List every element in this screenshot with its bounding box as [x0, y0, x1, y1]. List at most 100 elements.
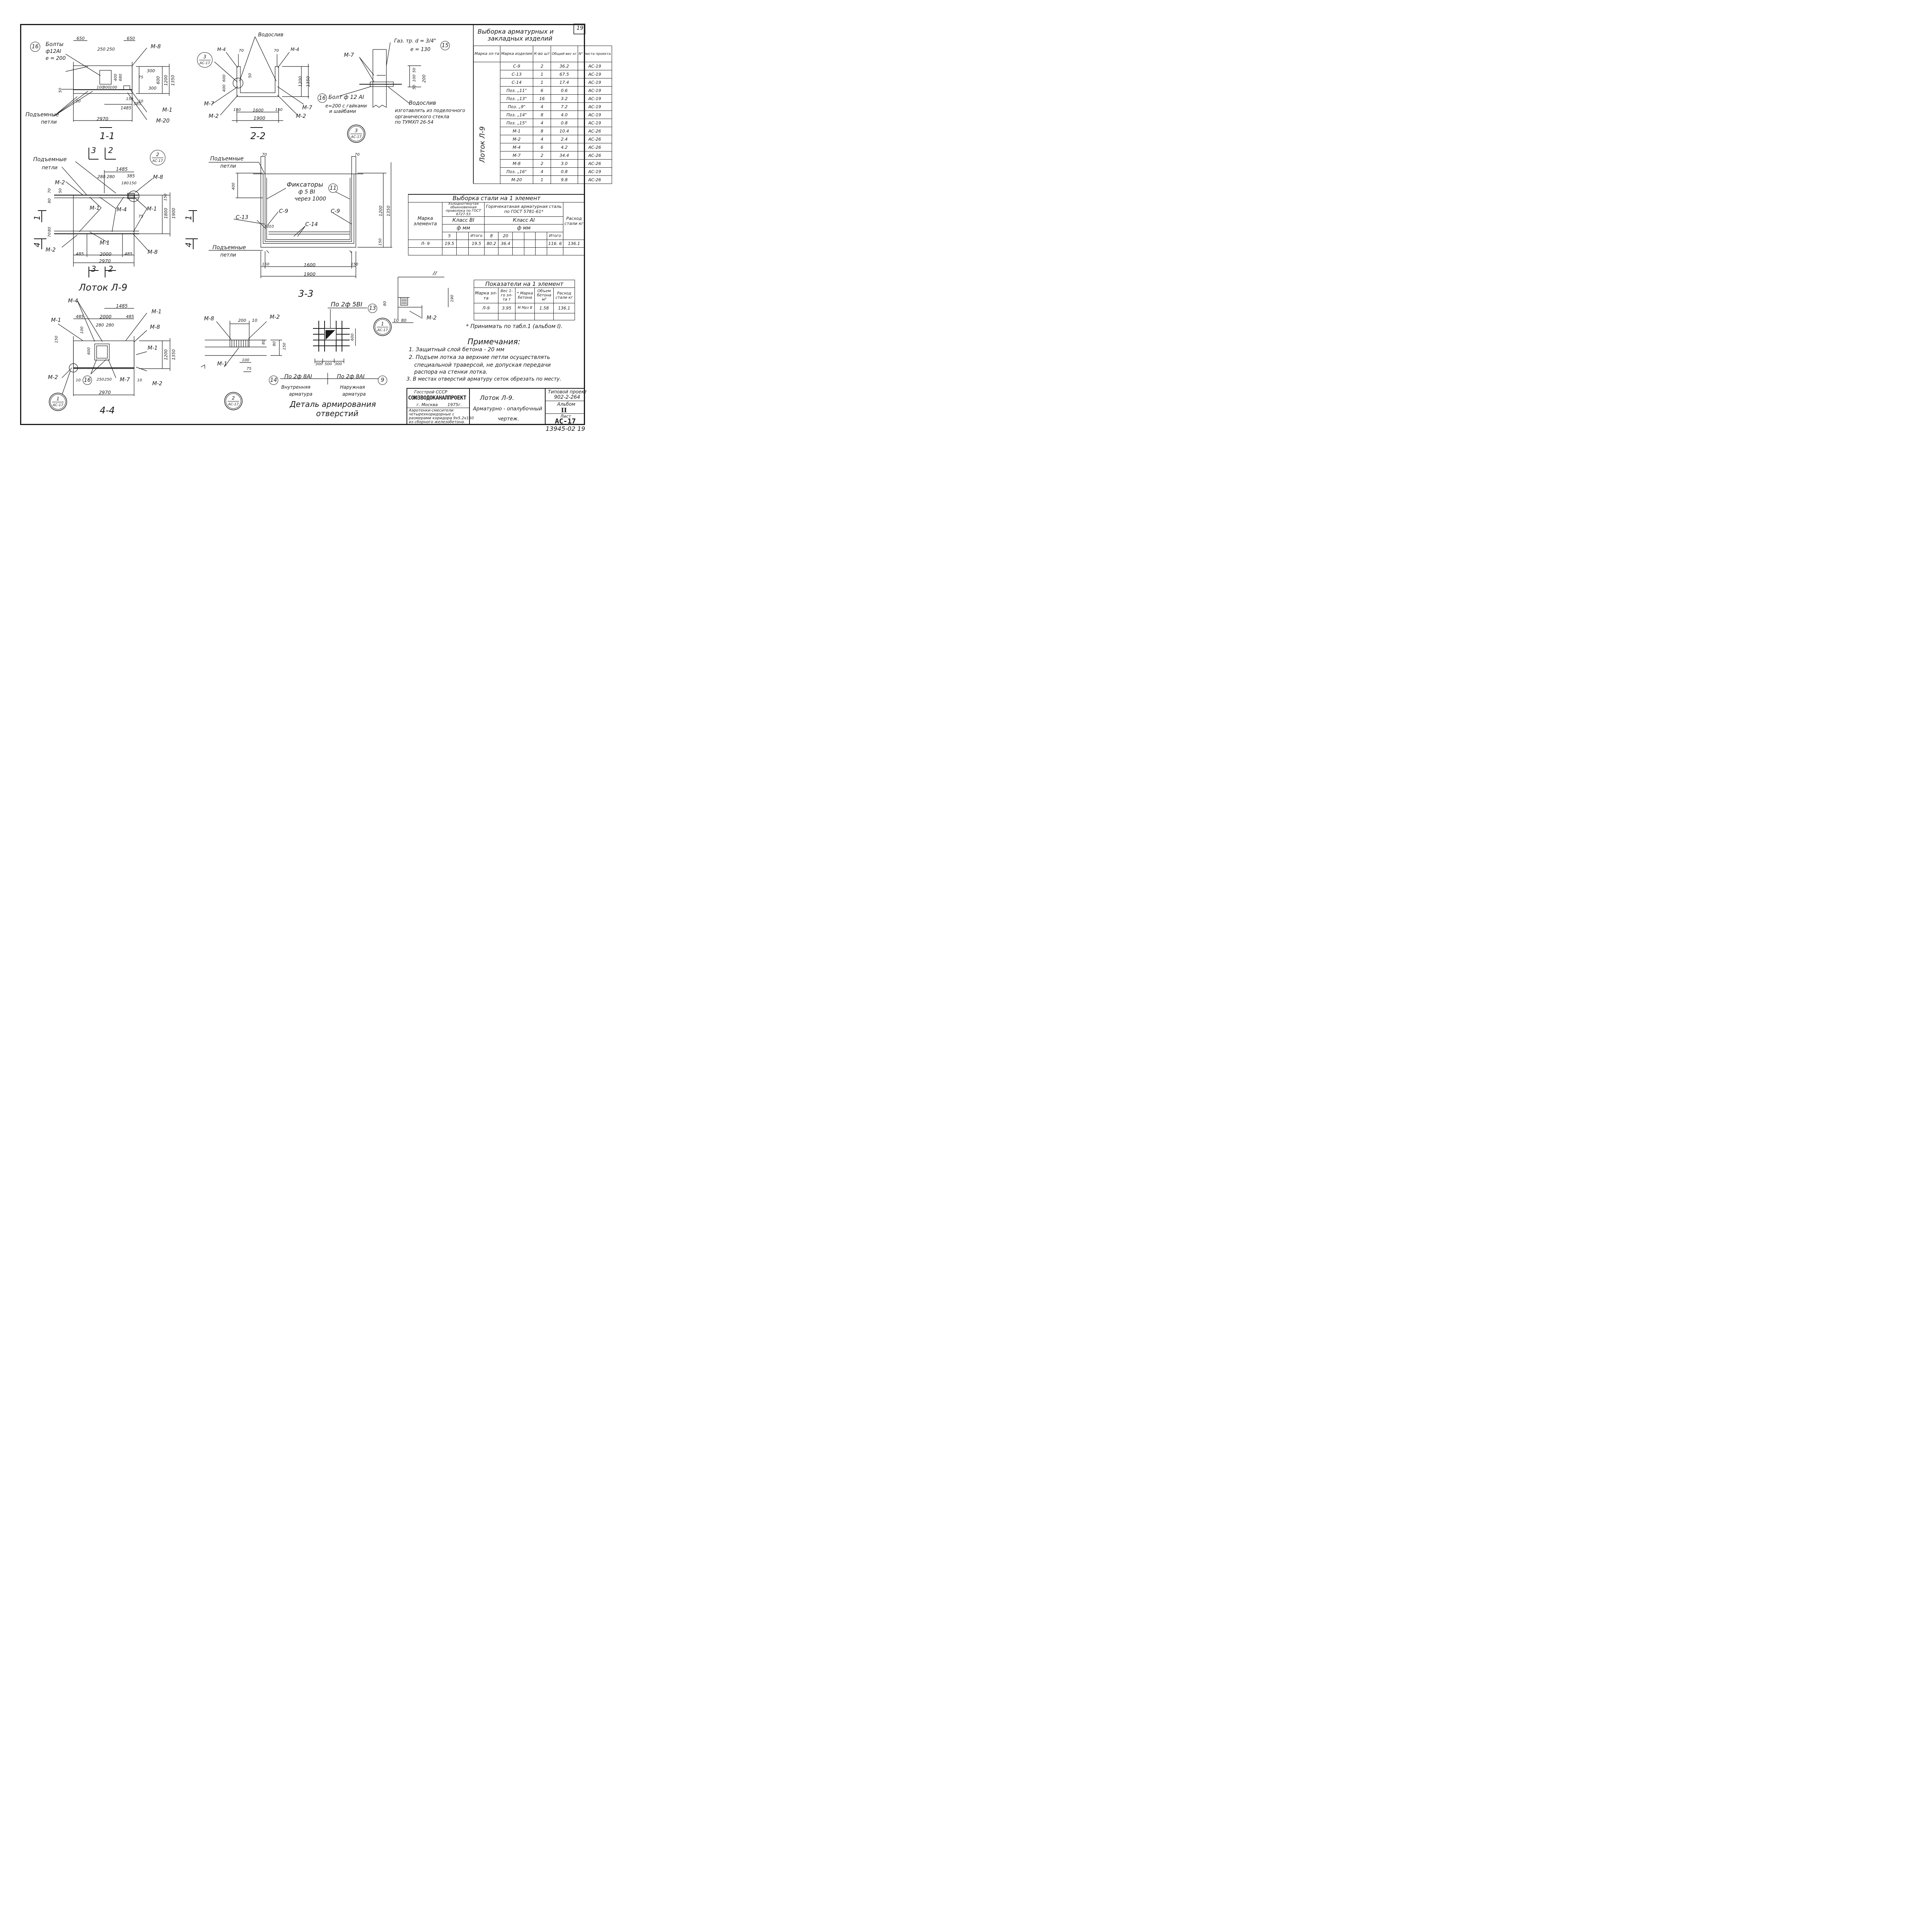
section-4-4-title: 4-4 — [100, 405, 115, 416]
steel-row-empty1 — [456, 239, 469, 248]
plan-dim-180: 180 — [121, 181, 129, 185]
plan-dim-2970: 2970 — [99, 259, 111, 264]
spec-row-14-weight: 9.8 — [551, 175, 578, 184]
pipe-dim-200: 200 — [422, 75, 427, 83]
callout-9: 9 — [378, 376, 387, 385]
plan-label-lifting: Подъемные — [33, 156, 67, 163]
plan-label-m1-b: M-1 — [147, 206, 157, 212]
s3-label-fixators: Фиксаторы — [287, 181, 323, 188]
indicators-table: Показатели на 1 элемент Марка эл-та Вес … — [474, 280, 575, 320]
spec-row-8-item: M-1 — [500, 127, 534, 135]
det-dim-600: 600 — [350, 333, 355, 341]
s2-label-m7a: M-7 — [204, 101, 214, 107]
tb-year: 1975г. — [447, 402, 462, 407]
steel-row-total1: 19.5 — [468, 239, 485, 248]
s1-dim-650b: 650 — [127, 36, 135, 41]
s2-dim-1200: 1200 — [298, 76, 303, 87]
callout-14: 14 — [269, 376, 278, 385]
section-4-4-lines — [58, 300, 170, 396]
s1-dim-400: 400 — [114, 73, 118, 81]
detail-title-line2: отверстий — [316, 409, 359, 418]
s3-dim-150: 150 — [378, 238, 383, 246]
s2-dim-70a: 70 — [239, 49, 244, 53]
s3-label-c9-right: C-9 — [331, 208, 340, 214]
s3-dim-1900: 1900 — [304, 272, 316, 277]
title-block-right: Типовой проект 902-2-264 Альбом II Лист … — [545, 389, 587, 425]
spec-row-14-item: M-20 — [500, 175, 534, 184]
plan-dim-1485: 1485 — [116, 167, 128, 172]
spec-row-3-qty: 6 — [533, 86, 551, 95]
section-1-1-title: 1-1 — [100, 131, 115, 141]
spec-row-10-sheet: AC-26 — [577, 143, 612, 151]
spec-row-10-item: M-4 — [500, 143, 534, 151]
ind-row-volume: 1.58 — [534, 303, 554, 313]
det-dim-80b: 80 — [272, 341, 277, 346]
spec-row-1-weight: 67.5 — [551, 70, 578, 78]
s4-dim-10a: 10 — [76, 378, 81, 383]
s1-label-m1: M-1 — [162, 107, 173, 113]
s2-label-m2b: M-2 — [296, 113, 306, 119]
s4-dim-100: 100 — [80, 326, 84, 334]
pipe-label-nuts: e=200 с гайками — [325, 103, 367, 109]
tb-drawing-name: Лоток Л-9. — [480, 394, 514, 401]
detail-lines — [201, 308, 383, 384]
section-2-2-lines — [211, 36, 309, 128]
steel-sub-total1: Итого — [468, 231, 485, 240]
spec-group-cell: Лоток Л-9 — [473, 62, 500, 184]
s4-dim-250a: 250 — [97, 378, 104, 382]
det-label-outer-rebar: арматура — [342, 391, 366, 397]
spec-row-0-weight: 36.2 — [551, 62, 578, 70]
plan-l9-lines — [34, 148, 198, 277]
s1-label-bolt-diam: ф12AI — [46, 49, 61, 54]
pipe-label-make-from: изготавлять из поделочного — [395, 108, 465, 113]
det-label-inner: Внутренняя — [281, 384, 311, 390]
d1-dim-80b: 80 — [401, 318, 406, 323]
spec-title-line1: Выборка арматурных и — [478, 28, 554, 35]
spec-row-13-weight: 0.8 — [551, 167, 578, 176]
spec-row-12-sheet: AC-26 — [577, 159, 612, 168]
s2-dim-400: 400 — [222, 84, 226, 92]
callout-16-s1: 16 — [30, 42, 40, 52]
spec-header-item: Марка изделия — [500, 46, 534, 62]
plan-label-m1-c: M-1 — [100, 240, 110, 246]
spec-row-7-sheet: AC-19 — [577, 119, 612, 127]
spec-row-3-item: Поз. „11" — [500, 86, 534, 95]
s3-dim-150b: 150 — [351, 262, 359, 267]
spec-row-12-weight: 3.0 — [551, 159, 578, 168]
det-label-m1: M-1 — [217, 361, 228, 367]
cut-mark-2-top: 2 — [108, 146, 113, 155]
note-3: 3. В местах отверстий арматуру сеток обр… — [406, 376, 561, 382]
s4-label-m4: M-4 — [68, 298, 78, 304]
s4-dim-485a: 485 — [76, 314, 84, 319]
tb-album: II — [561, 406, 567, 414]
s1-dim-250b: 250 — [107, 47, 115, 52]
section-1-1-lines — [54, 40, 170, 128]
spec-row-6-item: Поз. „14" — [500, 111, 534, 119]
spec-row-11-item: M-7 — [500, 151, 534, 160]
plan-dim-485a: 485 — [76, 252, 84, 257]
plan-label-loops: петли — [42, 165, 58, 171]
cut-mark-3-bottom: 3 — [91, 264, 96, 274]
det-label-po2f8-outer: По 2ф 8AI — [337, 374, 365, 380]
s3-dim-70a: 70 — [262, 153, 267, 157]
s2-dim-50: 50 — [248, 73, 252, 78]
ind-row-concrete: M Mрз B — [515, 303, 535, 313]
s3-dim-1600: 1600 — [304, 262, 316, 268]
steel-col-mark: Марка элемента — [408, 202, 443, 240]
spec-row-12-item: M-8 — [500, 159, 534, 168]
s1-dim-10b: 10 — [138, 99, 143, 104]
spec-row-11-sheet: AC-26 — [577, 151, 612, 160]
steel-row-8: 80.2 — [484, 239, 499, 248]
spec-row-7-qty: 4 — [533, 119, 551, 127]
s1-label-loops: петли — [41, 119, 57, 125]
cut-mark-1-left: 1 — [32, 215, 42, 220]
s1-label-lifting: Подъемные — [26, 112, 59, 118]
s1-dim-600: 600 — [156, 76, 161, 84]
spec-row-14-sheet: AC-26 — [577, 175, 612, 184]
s3-dim-150a: 150 — [262, 262, 270, 267]
spec-row-4-item: Поз. „13" — [500, 94, 534, 103]
tb-sheet: AC-17 — [555, 417, 576, 425]
plan-dim-485b: 485 — [124, 252, 133, 257]
spec-row-11-qty: 2 — [533, 151, 551, 160]
